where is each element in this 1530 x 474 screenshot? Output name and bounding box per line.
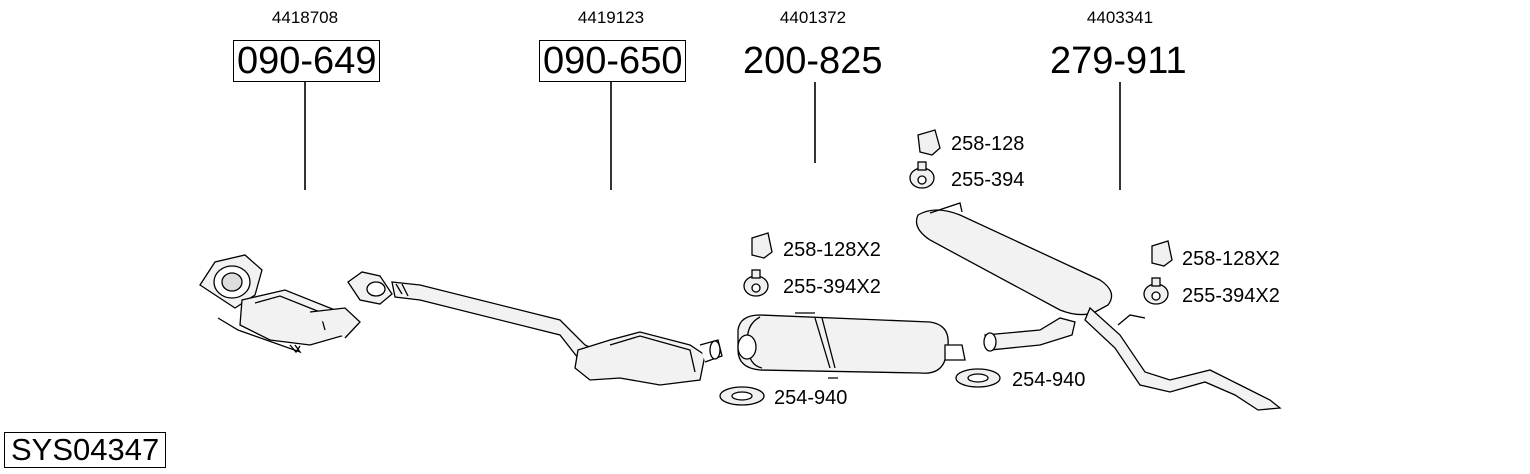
hanger-icon — [909, 161, 935, 189]
oem-number-2: 4419123 — [577, 8, 645, 27]
accessory-mount-label[interactable]: 258-128X2 — [783, 239, 881, 261]
rubber-mount-icon — [751, 232, 773, 259]
part-number-2[interactable]: 090-650 — [539, 40, 687, 82]
rear-muffler-part — [915, 202, 1282, 411]
accessory-mount-label[interactable]: 258-128 — [951, 133, 1025, 155]
rubber-mount-icon — [917, 129, 941, 156]
rubber-mount-icon — [1151, 240, 1173, 267]
part-number-3[interactable]: 200-825 — [743, 40, 883, 82]
center-muffler-part — [737, 312, 966, 379]
accessory-clamp-label[interactable]: 254-940 — [1012, 369, 1086, 391]
front-pipe-catalyst-part — [347, 271, 723, 386]
hanger-icon — [1143, 277, 1169, 305]
oem-number-1: 4418708 — [271, 8, 339, 27]
clamp-icon — [955, 368, 1001, 388]
part-number-1[interactable]: 090-649 — [233, 40, 381, 82]
accessory-mount-label[interactable]: 258-128X2 — [1182, 248, 1280, 270]
accessory-clamp-label[interactable]: 254-940 — [774, 387, 848, 409]
manifold-catalyst-part — [199, 254, 361, 354]
system-id-badge: SYS04347 — [4, 432, 167, 468]
oem-number-3: 4401372 — [779, 8, 847, 27]
accessory-hanger-label[interactable]: 255-394 — [951, 169, 1025, 191]
hanger-icon — [743, 269, 769, 297]
accessory-hanger-label[interactable]: 255-394X2 — [1182, 285, 1280, 307]
oem-number-4: 4403341 — [1086, 8, 1154, 27]
accessory-hanger-label[interactable]: 255-394X2 — [783, 276, 881, 298]
part-number-4[interactable]: 279-911 — [1050, 40, 1187, 82]
clamp-icon — [719, 386, 765, 406]
